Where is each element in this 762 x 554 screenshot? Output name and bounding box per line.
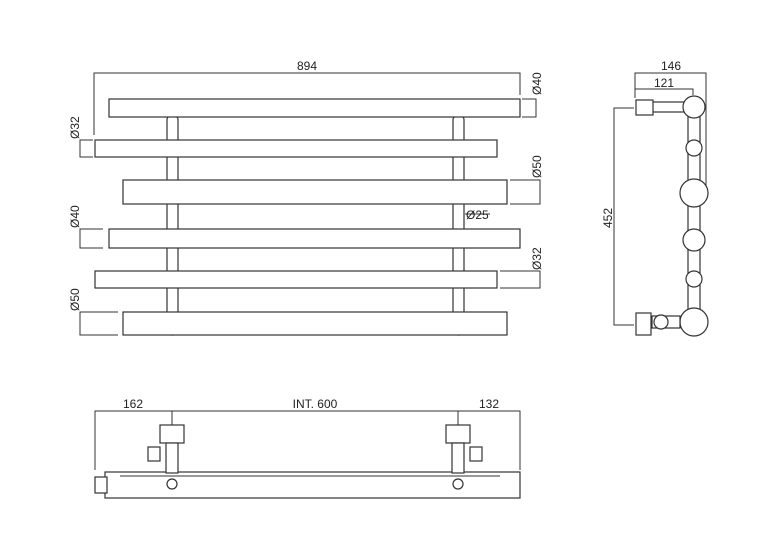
bracket-head xyxy=(445,424,471,444)
bracket-head xyxy=(159,424,185,444)
bracket-tab xyxy=(469,446,483,462)
bracket-tab xyxy=(147,446,161,462)
screw-icon xyxy=(452,478,464,490)
side-view: 146 121 452 xyxy=(601,59,709,337)
end-cap-left xyxy=(94,476,108,494)
left-bracket xyxy=(147,424,185,490)
rail-bar-6 xyxy=(122,311,508,336)
bracket-stem xyxy=(451,442,465,474)
side-tube xyxy=(687,106,701,324)
depth-total-label: 146 xyxy=(661,59,681,73)
screw-icon xyxy=(166,478,178,490)
depth-centre-label: 121 xyxy=(654,76,674,90)
rail-bar-5 xyxy=(94,270,498,289)
dimension-lines xyxy=(79,72,541,336)
bar-section xyxy=(682,228,706,252)
bar-section xyxy=(685,270,703,288)
bottom-valve xyxy=(635,312,652,336)
valve-wheel-icon xyxy=(653,314,669,330)
overall-width-label: 894 xyxy=(297,59,317,73)
dia-right-2-label: Ø50 xyxy=(530,155,544,178)
height-label: 452 xyxy=(601,208,615,228)
bar-section xyxy=(679,178,709,208)
bottom-view: 162 INT. 600 132 xyxy=(94,397,521,499)
top-valve xyxy=(635,99,654,116)
bracket-stem xyxy=(165,442,179,474)
dia-post-label: Ø25 xyxy=(466,208,489,222)
left-offset-label: 162 xyxy=(123,397,143,411)
rail-bar-2 xyxy=(94,139,498,158)
right-offset-label: 132 xyxy=(479,397,499,411)
dia-top-right-label: Ø40 xyxy=(530,72,544,95)
bar-section xyxy=(682,95,706,119)
centres-label: INT. 600 xyxy=(293,397,338,411)
dia-left-1-label: Ø32 xyxy=(68,116,82,139)
rail-bar-4 xyxy=(108,228,521,249)
dia-left-2-label: Ø40 xyxy=(68,205,82,228)
front-view: 894 Ø40 Ø32 Ø50 Ø25 Ø40 Ø32 Ø50 xyxy=(68,59,544,336)
dia-left-3-label: Ø50 xyxy=(68,288,82,311)
dia-right-3-label: Ø32 xyxy=(530,247,544,270)
bar-section xyxy=(679,307,709,337)
bar-section xyxy=(685,139,703,157)
rail-bar-3 xyxy=(122,179,508,205)
rail-bar-1 xyxy=(108,98,521,118)
right-bracket xyxy=(445,424,483,490)
